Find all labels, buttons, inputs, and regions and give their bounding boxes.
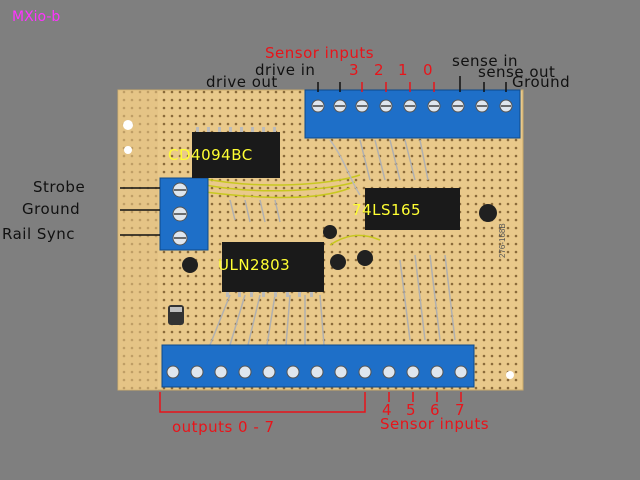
bottom-pointer-lines: [159, 392, 462, 413]
top-terminal-block: [304, 89, 521, 139]
left-terminal-block: [159, 177, 209, 251]
jumper-wires: [199, 139, 456, 346]
chip-uln2803: [222, 242, 324, 297]
sensor-input-4-label: 4: [382, 401, 393, 419]
chip-74ls165: [365, 188, 460, 230]
chip-cd4094: [192, 127, 280, 178]
title: MXio-b: [12, 9, 61, 25]
bottom-terminal-block: [161, 344, 475, 388]
drive-in-label: drive in: [255, 61, 316, 79]
sense-in-label: sense in: [452, 52, 519, 70]
board-part-number: 276-168B: [498, 223, 507, 258]
left-pointer-lines: [120, 187, 160, 236]
outputs-label: outputs 0 - 7: [172, 418, 275, 436]
sensor-input-6-label: 6: [430, 401, 441, 419]
chip-cd4094-label: CD4094BC: [168, 146, 253, 164]
chip-74ls165-label: 74LS165: [352, 201, 422, 219]
sensor-input-2-label: 2: [374, 61, 385, 79]
sensor-pointer-lines: [361, 82, 435, 92]
rail-sync-label: Rail Sync: [2, 225, 76, 243]
sensor-input-5-label: 5: [406, 401, 417, 419]
ground-top-label: Ground: [512, 73, 571, 91]
sensor-inputs-bottom-label: Sensor inputs: [380, 415, 490, 433]
strobe-label: Strobe: [33, 178, 86, 196]
sensor-input-3-label: 3: [349, 61, 360, 79]
ground-left-label: Ground: [22, 200, 81, 218]
chip-uln2803-label: ULN2803: [218, 256, 291, 274]
drive-out-label: drive out: [206, 73, 278, 91]
transistors: [182, 204, 497, 273]
sense-out-label: sense out: [478, 63, 556, 81]
sensor-input-7-label: 7: [455, 401, 466, 419]
sensor-inputs-top-label: Sensor inputs: [265, 44, 375, 62]
sensor-input-1-label: 1: [398, 61, 409, 79]
sensor-input-0-label: 0: [423, 61, 434, 79]
top-pointer-lines: [317, 76, 507, 92]
capacitor: [168, 305, 184, 325]
